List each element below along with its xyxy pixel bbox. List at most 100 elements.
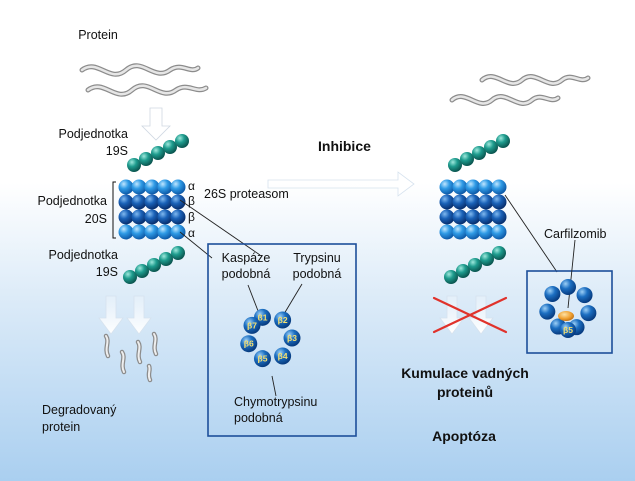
protein-strands-left	[79, 63, 209, 97]
alpha-ring-bead	[118, 179, 134, 195]
19s-cap-bead	[472, 146, 486, 160]
ring-label-beta-lower: β	[188, 210, 195, 224]
19s-cap-bead	[460, 152, 474, 166]
alpha-ring-bead	[439, 179, 455, 195]
beta-ring-bead	[118, 194, 134, 210]
beta-ring-bead	[144, 194, 160, 210]
beta-subunit-bead	[243, 316, 261, 334]
ring-label-beta-upper: β	[188, 194, 195, 208]
alpha-ring-bead	[118, 224, 134, 240]
alpha-ring-bead	[131, 179, 147, 195]
beta-subunit-bead	[544, 285, 561, 302]
beta-subunit-bead	[274, 347, 292, 365]
beta-ring-bead	[452, 194, 468, 210]
alpha-ring-bead	[144, 224, 160, 240]
19s-cap-bead	[484, 140, 498, 154]
beta-ring-bead	[157, 209, 173, 225]
beta-ring-bead	[465, 194, 481, 210]
beta-subunit-bead	[274, 311, 292, 329]
beta-subunit-label: β1	[258, 312, 268, 322]
beta-ring-bead	[131, 194, 147, 210]
19s-cap-bead	[127, 158, 141, 172]
accumulation-label-line1: Kumulace vadných	[401, 365, 529, 381]
19s-cap-bead	[123, 270, 137, 284]
beta-subunit-label: β5	[258, 354, 268, 364]
19s-cap-bead	[448, 158, 462, 172]
beta5-inhibited-bead	[560, 322, 576, 338]
alpha-ring-bead	[491, 179, 507, 195]
entry-arrow	[141, 107, 171, 141]
subunit-20s-label-line2: 20S	[84, 212, 107, 226]
alpha-ring-bead	[170, 179, 186, 195]
beta-ring-bead	[170, 194, 186, 210]
alpha-ring-bead	[465, 179, 481, 195]
blocked-arrows	[439, 295, 494, 335]
protein-label: Protein	[78, 28, 118, 42]
beta-subunit-label: β6	[244, 339, 254, 349]
carfilzomib-label: Carfilzomib	[544, 227, 607, 241]
alpha-ring-bead	[478, 179, 494, 195]
19s-cap-bead	[135, 264, 149, 278]
alpha-ring-bead	[465, 224, 481, 240]
degraded-fragments	[103, 331, 159, 383]
beta-ring-bead	[439, 209, 455, 225]
inhibition-label: Inhibice	[318, 138, 371, 154]
beta-subunit-label: β3	[287, 333, 297, 343]
proteasome-26s-label: 26S proteasom	[204, 187, 289, 201]
beta-subunit-label: β2	[278, 315, 288, 325]
proteasome-26s-right	[439, 134, 510, 284]
beta-ring-bead	[170, 209, 186, 225]
subunit-19s-top-label-line1: Podjednotka	[58, 127, 128, 141]
subunit-19s-bottom-label-line1: Podjednotka	[48, 248, 118, 262]
alpha-ring-bead	[144, 179, 160, 195]
beta-ring-bead	[465, 209, 481, 225]
alpha-ring-bead	[157, 179, 173, 195]
alpha-ring-bead	[491, 224, 507, 240]
19s-cap-bead	[492, 246, 506, 260]
ring-label-alpha-bottom: α	[188, 226, 195, 240]
beta-ring-bead	[478, 194, 494, 210]
19s-cap-bead	[159, 252, 173, 266]
19s-cap-bead	[171, 246, 185, 260]
alpha-ring-bead	[131, 224, 147, 240]
degradation-arrows	[98, 295, 152, 335]
beta-subunit-bead	[539, 303, 556, 320]
beta-ring-bead	[491, 194, 507, 210]
degraded-protein-label-line1: Degradovaný	[42, 403, 117, 417]
beta-subunit-bead	[240, 335, 258, 353]
19s-cap-bead	[139, 152, 153, 166]
inhibition-arrow	[267, 171, 415, 197]
beta-subunit-bead	[580, 305, 597, 322]
beta-ring-inhibited: β5	[539, 279, 597, 338]
subunit-20s-label-line1: Podjednotka	[37, 194, 107, 208]
alpha-ring-bead	[439, 224, 455, 240]
19s-cap-bead	[480, 252, 494, 266]
alpha-ring-bead	[157, 224, 173, 240]
alpha-ring-bead	[170, 224, 186, 240]
degraded-protein-label-line2: protein	[42, 420, 81, 434]
beta-ring-bead	[439, 194, 455, 210]
19s-cap-bead	[163, 140, 177, 154]
beta-ring-bead	[144, 209, 160, 225]
beta-subunit-bead	[576, 287, 593, 304]
19s-cap-bead	[444, 270, 458, 284]
beta-ring-bead	[131, 209, 147, 225]
block-cross	[432, 296, 508, 334]
subunit-19s-bottom-label-line2: 19S	[95, 265, 118, 279]
protein-strands-right	[449, 74, 591, 106]
beta-ring-bead	[118, 209, 134, 225]
beta-ring-bead	[478, 209, 494, 225]
inhibited-sites-inset-frame	[526, 270, 613, 354]
19s-cap-bead	[496, 134, 510, 148]
beta-ring-bead	[157, 194, 173, 210]
caspase-like-label-line1: Kaspáze	[221, 251, 271, 265]
carfilzomib-pointer	[567, 239, 576, 309]
active-sites-inset-frame	[207, 243, 357, 437]
beta-subunit-label: β4	[278, 351, 288, 361]
beta-subunit-bead	[253, 350, 271, 368]
19s-cap-bead	[175, 134, 189, 148]
connector-lines	[179, 194, 558, 273]
